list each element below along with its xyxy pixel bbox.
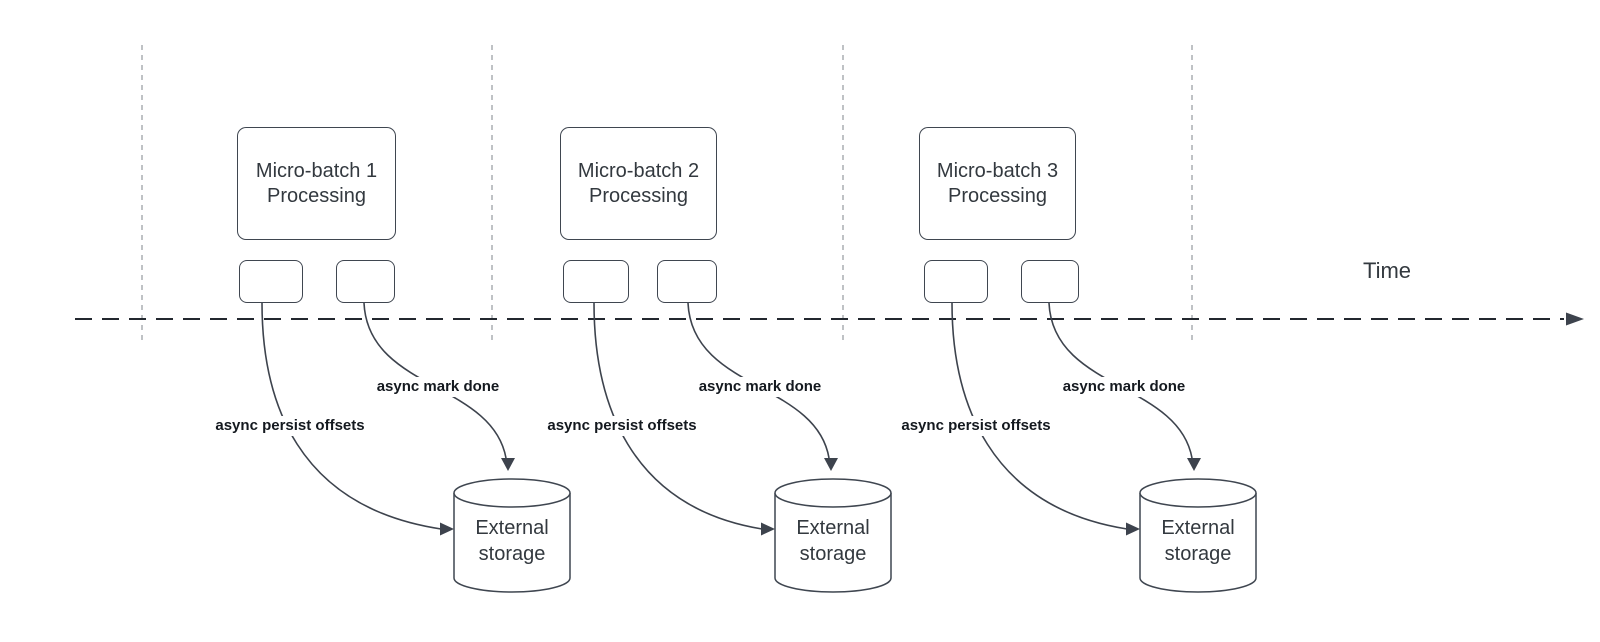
- persist-offsets-arrowhead-3-icon: [1126, 522, 1140, 536]
- persist-offsets-label-2-wrap: async persist offsets: [512, 416, 732, 436]
- mark-done-label-2-wrap: async mark done: [650, 377, 870, 397]
- micro-batch-3-processing-box: Micro-batch 3 Processing: [919, 127, 1076, 240]
- external-storage-label-2: External storage: [796, 517, 870, 565]
- external-storage-label-1: External storage: [475, 517, 549, 565]
- micro-batch-1-offset-task-box: [239, 260, 303, 303]
- cylinder-shape-1-icon: [453, 478, 571, 593]
- micro-batch-2-done-task-box: [657, 260, 717, 303]
- micro-batch-2-processing-label: Micro-batch 2 Processing: [577, 159, 700, 207]
- external-storage-label-3: External storage: [1161, 517, 1235, 565]
- mark-done-label-1-wrap: async mark done: [328, 377, 548, 397]
- mark-done-label-3-wrap: async mark done: [1014, 377, 1234, 397]
- mark-done-label-3: async mark done: [1059, 377, 1189, 397]
- time-axis-label: Time: [1362, 258, 1412, 283]
- micro-batch-3-done-task-box: [1021, 260, 1079, 303]
- mark-done-label-1: async mark done: [373, 377, 503, 397]
- micro-batch-1-done-task-box: [336, 260, 395, 303]
- persist-offsets-label-1: async persist offsets: [212, 416, 368, 436]
- time-axis-arrowhead-icon: [1566, 312, 1584, 326]
- micro-batch-2-processing-box: Micro-batch 2 Processing: [560, 127, 717, 240]
- micro-batch-1-processing-box: Micro-batch 1 Processing: [237, 127, 396, 240]
- external-storage-cylinder-3: External storage: [1139, 477, 1257, 594]
- micro-batch-3-processing-label: Micro-batch 3 Processing: [936, 159, 1059, 207]
- micro-batch-2-offset-task-box: [563, 260, 629, 303]
- micro-batch-1-processing-label: Micro-batch 1 Processing: [255, 159, 378, 207]
- mark-done-label-2: async mark done: [695, 377, 825, 397]
- mark-done-arrowhead-1-icon: [501, 458, 515, 471]
- persist-offsets-label-3: async persist offsets: [898, 416, 1054, 436]
- cylinder-shape-2-icon: [774, 478, 892, 593]
- persist-offsets-label-3-wrap: async persist offsets: [866, 416, 1086, 436]
- persist-offsets-arrowhead-2-icon: [761, 522, 775, 536]
- persist-offsets-arrowhead-1-icon: [440, 522, 454, 536]
- persist-offsets-arrow-1: [261, 302, 442, 530]
- external-storage-cylinder-2: External storage: [774, 477, 892, 594]
- persist-offsets-arrow-3: [951, 302, 1128, 530]
- cylinder-shape-3-icon: [1139, 478, 1257, 593]
- mark-done-arrowhead-2-icon: [824, 458, 838, 471]
- mark-done-arrowhead-3-icon: [1187, 458, 1201, 471]
- micro-batch-3-offset-task-box: [924, 260, 988, 303]
- persist-offsets-arrow-2: [593, 302, 763, 530]
- persist-offsets-label-1-wrap: async persist offsets: [180, 416, 400, 436]
- persist-offsets-label-2: async persist offsets: [544, 416, 700, 436]
- external-storage-cylinder-1: External storage: [453, 477, 571, 594]
